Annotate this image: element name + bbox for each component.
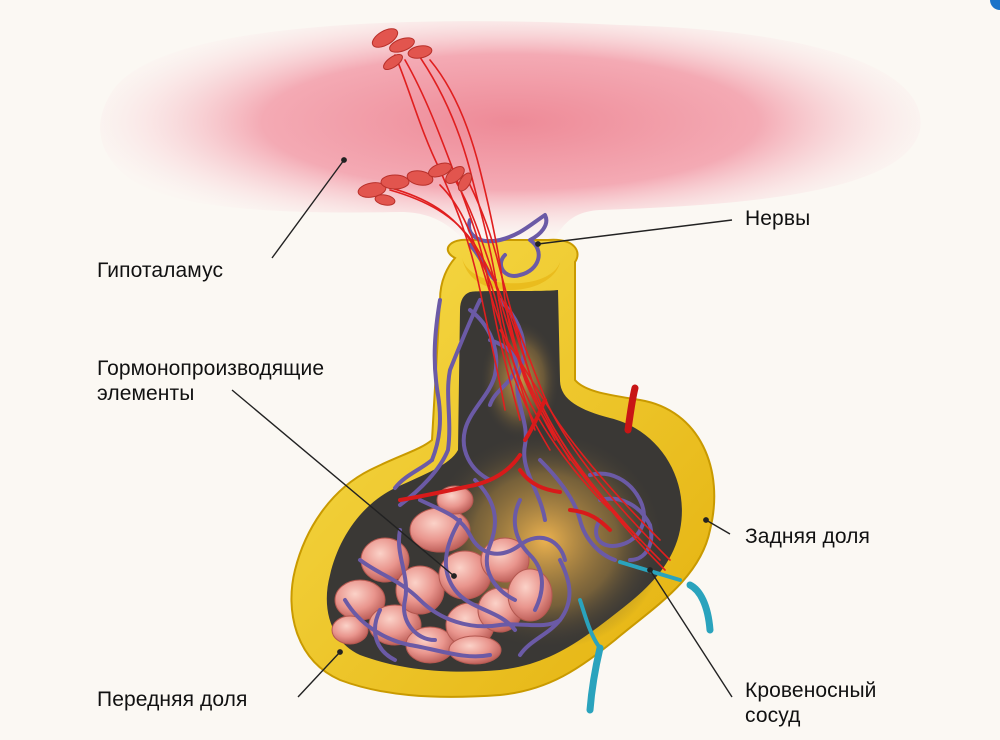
label-blood-vessel-line2: сосуд (745, 703, 800, 728)
label-posterior-lobe: Задняя доля (745, 524, 870, 549)
label-hormone-elements-line2: элементы (97, 381, 194, 406)
label-hypothalamus: Гипоталамус (97, 258, 223, 283)
label-anterior-lobe: Передняя доля (97, 687, 248, 712)
label-hormone-elements-line1: Гормонопроизводящие (97, 356, 324, 381)
label-nerves: Нервы (745, 206, 810, 231)
label-blood-vessel-line1: Кровеносный (745, 678, 877, 703)
